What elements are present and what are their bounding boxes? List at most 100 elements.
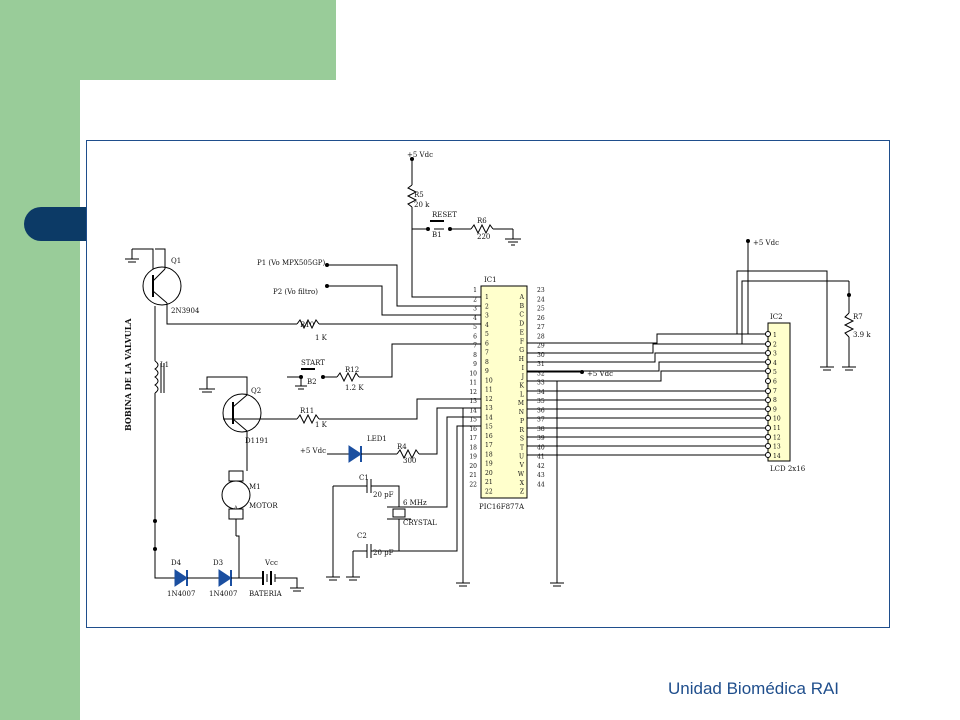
ic1-pin-number: 35 (537, 398, 545, 405)
label-d3-part: 1N4007 (209, 590, 237, 598)
ic2-pin-number: 7 (773, 388, 777, 395)
ic1-pin-number: 14 (469, 407, 477, 414)
ic1-inner-pin-label: G (519, 347, 524, 354)
ic1-pin-number: 32 (537, 370, 545, 377)
ic1-right-pins: 2324252627282930313233343536373839404142… (537, 287, 545, 488)
ic1-inner-pin-label: 4 (485, 322, 489, 329)
label-ic1-part: PIC16F877A (479, 503, 525, 511)
green-side-band (0, 0, 80, 720)
ic1-pin-number: 12 (469, 389, 477, 396)
ic1-inner-pin-label: F (520, 338, 524, 345)
ic1-pin-number: 28 (537, 333, 545, 340)
ic1-pin-number: 7 (473, 343, 477, 350)
ic1-pin-number: 11 (469, 380, 477, 387)
ic1-pin-number: 16 (469, 426, 477, 433)
label-r4-value: 300 (403, 457, 416, 465)
label-d4-part: 1N4007 (167, 590, 195, 598)
label-vcc-lcd: +5 Vdc (753, 239, 779, 247)
label-r5: R5 (414, 191, 424, 199)
label-start: START (301, 359, 325, 367)
label-q1-part: 2N3904 (171, 307, 200, 315)
schematic-frame: +5 Vdc R5 20 k RESET B1 R6 220 +5 Vdc Q1… (86, 140, 890, 628)
label-r11-value: 1 K (315, 421, 328, 429)
circuit-schematic: +5 Vdc R5 20 k RESET B1 R6 220 +5 Vdc Q1… (123, 151, 871, 598)
ic1-inner-pin-label: 1 (485, 294, 489, 301)
ic1-inner-pin-label: 13 (485, 405, 493, 412)
ic1-inner-pin-label: 11 (485, 387, 493, 394)
label-crystal-freq: 6 MHz (403, 499, 427, 507)
ic1-inner-pin-label: 14 (485, 414, 493, 421)
ic1-inner-pin-label: A (519, 294, 525, 301)
ic2-pin-circles (765, 331, 771, 458)
label-ic2: IC2 (770, 313, 783, 321)
ic1-pin-number: 19 (469, 454, 477, 461)
ic1-pin-number: 38 (537, 426, 545, 433)
ic1-inner-pin-label: 21 (485, 479, 493, 486)
ic1-pin-number: 3 (473, 306, 477, 313)
ic1-inner-pin-label: 15 (485, 424, 493, 431)
ic1-pin-number: 23 (537, 287, 545, 294)
ic1-pin-number: 33 (537, 380, 545, 387)
label-d3: D3 (213, 559, 223, 567)
label-r5-value: 20 k (414, 201, 430, 209)
ic2-pin-number: 12 (773, 434, 781, 441)
ic2-pin-number: 6 (773, 379, 777, 386)
ic1-inner-pin-label: 2 (485, 303, 489, 310)
ic2-pin-number: 14 (773, 453, 781, 460)
ic1-inner-pin-label: M (518, 400, 524, 407)
label-vcc-ic1: +5 Vdc (587, 370, 613, 378)
label-r10: R10 (300, 321, 314, 329)
ic1-inner-pin-label: C (519, 312, 524, 319)
ic1-pin-number: 2 (473, 296, 477, 303)
ic1-inner-pin-label: 22 (485, 488, 493, 495)
ic2-pin-number: 2 (773, 341, 777, 348)
ic1-pin-number: 9 (473, 361, 477, 368)
ic1-inner-pin-label: 7 (485, 350, 489, 357)
label-r11: R11 (300, 407, 314, 415)
label-c2-value: 20 pF (373, 549, 394, 557)
ic1-pin-number: 29 (537, 343, 545, 350)
label-reset: RESET (432, 211, 457, 219)
label-r6-value: 220 (477, 233, 490, 241)
ic1-pin-number: 22 (469, 481, 477, 488)
ic1-pin-number: 1 (473, 287, 477, 294)
ic1-inner-pin-label: B (520, 303, 525, 310)
ic1-inner-pin-label: H (519, 356, 524, 363)
ic2-pin-number: 8 (773, 397, 777, 404)
ic1-inner-pin-label: 20 (485, 470, 493, 477)
label-bateria: BATERIA (249, 590, 283, 598)
ic2-pin-number: 4 (773, 360, 777, 367)
label-q2: Q2 (251, 387, 261, 395)
ic1-pin-number: 13 (469, 398, 477, 405)
label-d4: D4 (171, 559, 182, 567)
ic1-pin-number: 10 (469, 370, 477, 377)
ic1-inner-pin-label: 8 (485, 359, 489, 366)
ic1-inner-pin-label: T (520, 444, 524, 451)
ic1-pin-number: 18 (469, 444, 477, 451)
ic1-pin-number: 27 (537, 324, 545, 331)
ic2-pin-number: 10 (773, 416, 781, 423)
ic1-inner-pin-label: 17 (485, 442, 493, 449)
ic1-pin-number: 30 (537, 352, 545, 359)
label-p1: P1 (Vo MPX505GP) (257, 259, 325, 267)
node-dots (153, 157, 851, 551)
label-r10-value: 1 K (315, 334, 328, 342)
ic1-inner-pin-label: S (520, 436, 524, 443)
label-r7: R7 (853, 313, 863, 321)
ic2-pin-number: 1 (773, 332, 777, 339)
ic1-pin-number: 25 (537, 306, 545, 313)
label-q2-part: D1191 (245, 437, 268, 445)
ic1-pin-number: 37 (537, 417, 545, 424)
ic1-pin-number: 40 (537, 444, 545, 451)
ic1-pin-number: 41 (537, 454, 545, 461)
label-r6: R6 (477, 217, 487, 225)
ic1-inner-pin-label: D (519, 321, 524, 328)
label-r4: R4 (397, 443, 407, 451)
ic1-inner-pin-label: 19 (485, 461, 493, 468)
label-m1: M1 (249, 483, 261, 491)
ic2-pin-number: 11 (773, 425, 781, 432)
